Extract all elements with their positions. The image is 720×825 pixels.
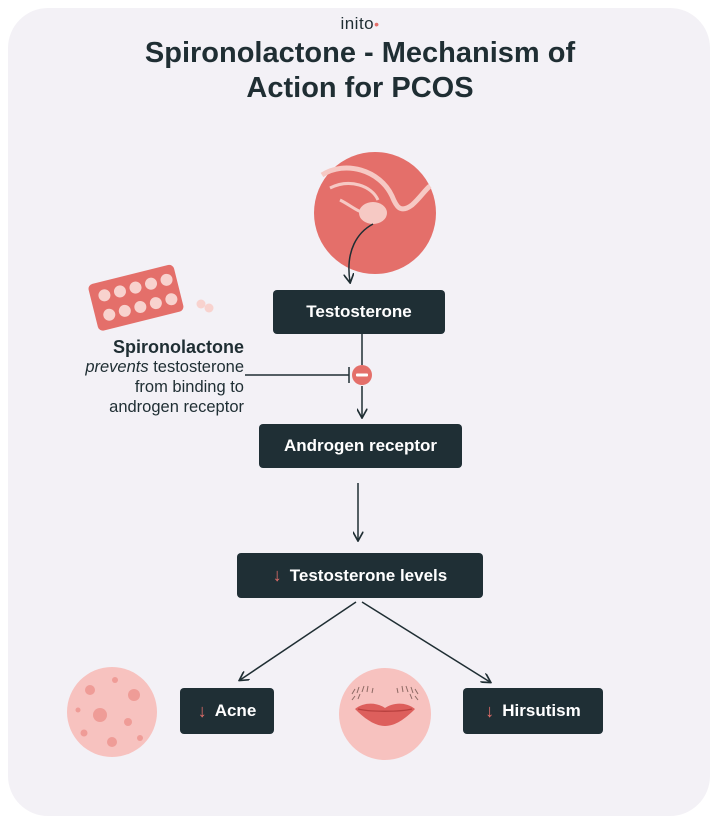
testosterone-label: Testosterone — [306, 302, 412, 321]
brand-logo: inito• — [0, 14, 720, 34]
androgen-receptor-label: Androgen receptor — [283, 436, 438, 455]
lips-hair-icon — [339, 668, 431, 760]
down-arrow-icon: ↓ — [272, 565, 282, 585]
acne-skin-icon — [67, 667, 157, 757]
testosterone-levels-box: ↓ Testosterone levels — [237, 553, 483, 598]
hirsutism-label: Hirsutism — [502, 701, 581, 720]
down-arrow-icon: ↓ — [485, 700, 495, 721]
spironolactone-note: Spironolactone prevents testosterone fro… — [40, 337, 244, 417]
brand-dot: • — [374, 16, 380, 32]
hirsutism-box: ↓ Hirsutism — [463, 688, 603, 734]
androgen-receptor-box: Androgen receptor — [259, 424, 462, 468]
down-arrow-icon: ↓ — [197, 700, 207, 721]
page-title: Spironolactone - Mechanism of Action for… — [0, 36, 720, 106]
note-rest: testosterone — [148, 358, 244, 376]
ovary-illustration — [314, 152, 436, 274]
acne-label: Acne — [214, 701, 257, 720]
drug-name: Spironolactone — [112, 337, 244, 357]
title-line-1: Spironolactone - Mechanism of — [144, 37, 576, 69]
note-verb: prevents — [85, 358, 149, 376]
title-line-2: Action for PCOS — [246, 72, 474, 104]
testosterone-box: Testosterone — [273, 290, 445, 334]
levels-to-hirsutism-arrow — [361, 601, 490, 682]
note-line-3: androgen receptor — [109, 398, 244, 416]
note-line-1: prevents testosterone — [40, 357, 244, 377]
note-line-2: from binding to — [134, 378, 244, 396]
minus-icon — [352, 365, 372, 385]
testosterone-levels-label: Testosterone levels — [289, 565, 448, 585]
levels-to-acne-arrow — [240, 601, 357, 680]
ovary-to-testosterone-arrow — [349, 223, 374, 282]
acne-box: ↓ Acne — [180, 688, 274, 734]
brand-name: inito — [340, 14, 375, 33]
pill-pack-icon — [88, 264, 214, 331]
